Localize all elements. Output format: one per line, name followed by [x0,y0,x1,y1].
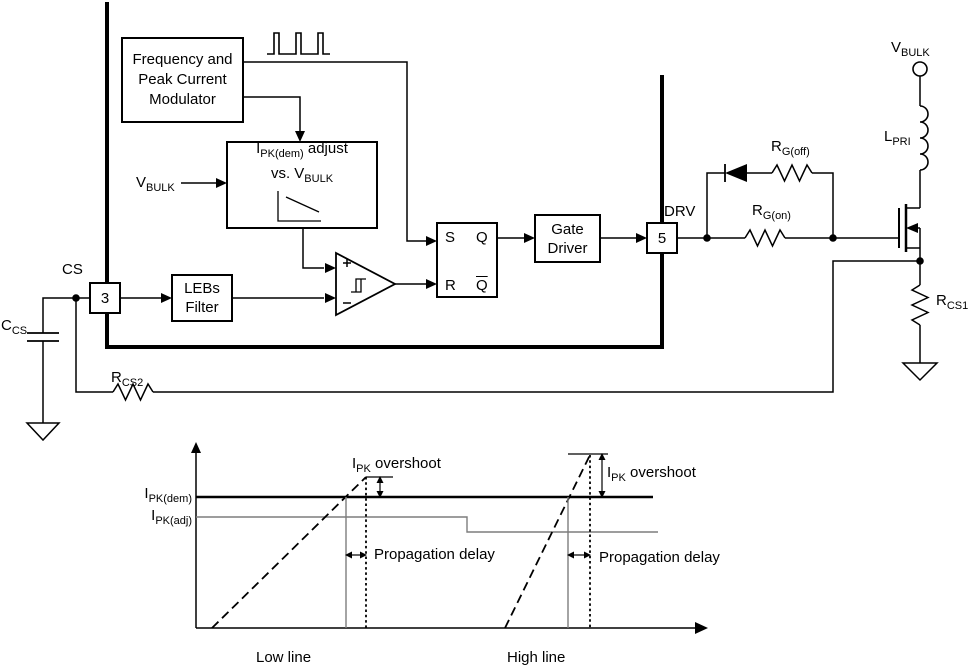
ccs-capacitor-icon [27,332,59,342]
high-line-label: High line [507,649,566,666]
latch-qbar-label: Q [476,277,488,294]
rcs2-feedback-wire [75,260,920,393]
ipk-adjust-to-comparator-wire [302,228,324,269]
vbulk-in-arrowhead [216,178,227,188]
rg-off-resistor-icon [771,163,813,183]
latch-r-label: R [445,277,456,294]
ccs-branch-wire [42,297,76,423]
ccs-ground-icon [25,422,61,442]
cs-pin-label: CS [62,261,83,278]
high-line-ramp [504,454,591,629]
lpri-label: LPRI [884,128,911,148]
gate-driver-label: Gate Driver [547,220,588,257]
rcs2-label: RCS2 [111,369,144,389]
lpri-inductor-icon [919,105,929,171]
rg-off-branch-wire [706,172,834,238]
drv-pin-number: 5 [657,229,667,247]
hysteresis-icon [351,278,366,293]
cs-pin-number: 3 [100,289,110,307]
ipk-vs-vbulk-curve-icon [277,191,321,222]
rg-on-resistor-icon [744,228,786,248]
rcs1-label: RCS1 [936,292,969,312]
wire-arrowheads [161,131,647,303]
low-line-ramp [211,476,367,629]
mod-to-ipk-adjust-wire [243,96,301,131]
ipk-adjust-box [226,141,378,229]
vbulk-input-label: VBULK [136,174,175,194]
drv-pin-in-arrowhead [636,233,647,243]
rg-on-label: RG(on) [752,202,791,222]
ccs-label: CCS [1,317,28,337]
comparator-minus-arrowhead [325,293,336,303]
high-propagation-delay-arrow [567,551,591,559]
freq-modulator-label: Frequency and Peak Current Modulator [132,51,233,108]
high-propagation-delay-label: Propagation delay [599,549,720,566]
y-axis-arrowhead [191,442,201,453]
lebs-in-arrowhead [161,293,172,303]
ipk-adj-axis-label: IPK(adj) [151,507,192,527]
mosfet-icon [898,204,920,252]
clock-pulses-icon [267,32,330,55]
comparator-plus-arrowhead [325,263,336,273]
mod-to-latch-s-wire [243,61,426,242]
sr-latch-box [436,222,498,298]
rcs2-resistor-icon [112,382,154,402]
waveform-graph [191,442,708,634]
rg-off-label: RG(off) [771,138,810,158]
x-axis-arrowhead [695,622,708,634]
latch-r-arrowhead [426,279,437,289]
low-propagation-delay-arrow [345,551,367,559]
ipk-adj-level-line [196,516,658,533]
low-overshoot-label: IPK overshoot [352,455,441,475]
ic-boundary-line [105,2,664,349]
ipk-dem-axis-label: IPK(dem) [144,485,192,505]
resistors [112,163,930,402]
latch-q-label: Q [476,229,488,246]
signal-wires [42,61,921,423]
lebs-filter-label: LEBs Filter [184,280,220,316]
comparator-plus-icon [343,259,351,267]
rcs1-ground-icon [901,362,939,382]
freq-modulator-box [121,37,244,123]
rcs1-resistor-icon [910,284,930,326]
comparator-icon [335,251,397,317]
gate-driver-in-arrowhead [524,233,535,243]
diode-icon [724,164,747,182]
low-propagation-delay-label: Propagation delay [374,546,495,563]
low-overshoot-arrow [376,476,384,498]
high-overshoot-arrow [598,453,606,498]
drv-pin-label: DRV [664,203,696,220]
ipk-adjust-in-arrowhead [295,131,305,142]
vbulk-top-label: VBULK [891,39,930,59]
latch-s-label: S [445,229,456,246]
latch-s-arrowhead [426,236,437,246]
low-line-label: Low line [256,649,312,666]
ipk-adjust-label: IPK(dem) adjust vs. VBULK [256,140,348,185]
vbulk-terminal-icon [912,61,928,77]
high-overshoot-label: IPK overshoot [607,464,696,484]
junction-dots [72,234,924,302]
